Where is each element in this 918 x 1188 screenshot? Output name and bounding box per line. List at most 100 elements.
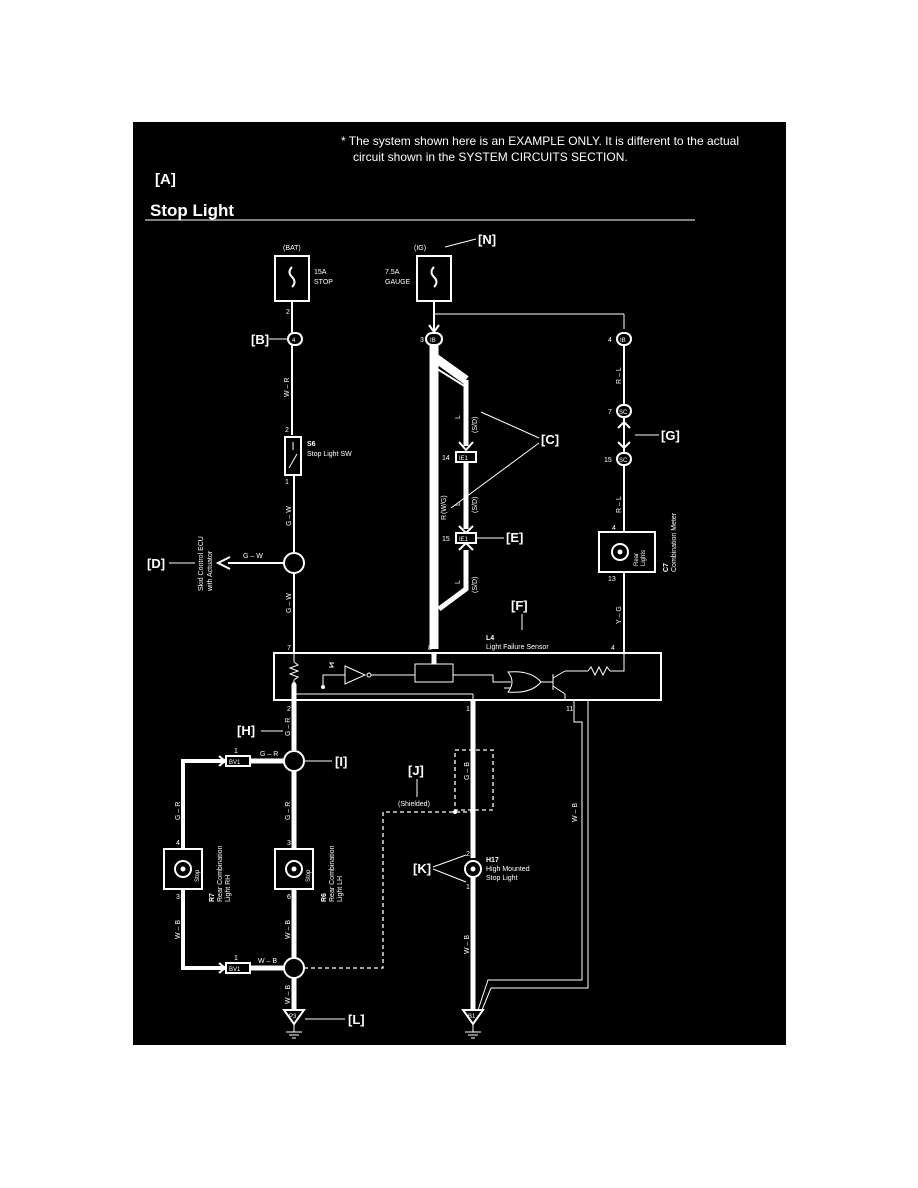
- sensor-pin-7: 7: [287, 645, 291, 652]
- wire-label-g-r-2: G – R: [260, 751, 278, 758]
- callout-k-leader-1: [432, 854, 467, 868]
- gauge-fuse: [416, 255, 452, 302]
- sensor-resistor-right: [587, 665, 611, 677]
- callout-k: [K]: [413, 861, 431, 876]
- meter-name: Combination Meter: [671, 512, 678, 572]
- wire-label-w-b-6: W – B: [572, 803, 579, 822]
- meter-lamp-filament: [617, 549, 623, 555]
- rh-inner-label: Stop: [195, 869, 201, 882]
- lh-pin-top: 3: [287, 840, 291, 847]
- meter-pin-bot: 13: [608, 576, 616, 583]
- switch-code: S6: [307, 441, 316, 448]
- callout-h: [H]: [237, 723, 255, 738]
- sensor-name: Light Failure Sensor: [486, 644, 549, 651]
- wire-label-w-r: W – R: [284, 378, 291, 397]
- callout-n-leader: [444, 238, 477, 248]
- rh-line1: Rear Combination: [217, 845, 224, 902]
- hmsl-pin-bot: 1: [466, 884, 470, 891]
- lh-inner-label: Stop: [306, 869, 312, 882]
- callout-n: [N]: [478, 232, 496, 247]
- meter-inner-1: Rear: [634, 553, 640, 566]
- wire-g-r-rh: [181, 759, 225, 848]
- lh-line1: Rear Combination: [329, 845, 336, 902]
- wire-r-branch: [431, 353, 469, 384]
- arrow-sc-down: [617, 441, 631, 450]
- sensor-node-feed: [321, 685, 325, 689]
- stop-fuse: [274, 255, 310, 302]
- callout-f: [F]: [511, 598, 528, 613]
- wire-label-l-3: L: [455, 580, 462, 584]
- sensor-buffer: [344, 665, 367, 685]
- connector-sc-bot-code: SC: [619, 458, 628, 464]
- callout-j: [J]: [408, 763, 424, 778]
- sensor-transistor-e: [552, 685, 566, 695]
- sensor-regulator: [329, 662, 334, 668]
- sensor-detector-out: [453, 674, 511, 683]
- sensor-pin-11: 11: [566, 706, 573, 713]
- light-failure-sensor: [273, 652, 662, 701]
- stop-fuse-element: [288, 266, 296, 288]
- wire-label-r: R: [441, 515, 448, 520]
- skid-ecu-line2: with Actuator: [207, 550, 214, 592]
- wiring-diagram-panel: * The system shown here is an EXAMPLE ON…: [133, 122, 786, 1045]
- wire-label-sd-1: (S/D): [472, 417, 479, 433]
- wire-label-sd-3: (S/D): [472, 577, 479, 593]
- rh-pin-bot: 3: [176, 894, 180, 901]
- combination-meter: [598, 531, 656, 573]
- meter-inner-2: Lights: [641, 550, 647, 566]
- skid-ecu-line1: Skid Control ECU: [198, 536, 205, 591]
- meter-lamp: [611, 543, 629, 561]
- note-line-2: circuit shown in the SYSTEM CIRCUITS SEC…: [353, 150, 628, 164]
- stop-fuse-name: STOP: [314, 279, 333, 286]
- note-line-1: * The system shown here is an EXAMPLE ON…: [341, 134, 739, 148]
- callout-c-leader-1: [480, 411, 540, 439]
- ig-source-label: (IG): [414, 245, 426, 252]
- callout-g: [G]: [661, 428, 680, 443]
- lh-pin-bot: 6: [287, 894, 291, 901]
- connector-ie1-bot-code: IE1: [459, 537, 469, 543]
- gauge-fuse-name: GAUGE: [385, 279, 411, 286]
- sensor-res-to-pin4: [610, 653, 625, 672]
- wiring-diagram: * The system shown here is an EXAMPLE ON…: [145, 134, 739, 1039]
- connector-sc-bot-pin: 15: [604, 457, 612, 464]
- splice-ground: [283, 957, 305, 979]
- connector-ib-bat: [287, 332, 303, 346]
- arrow-to-skid: [215, 556, 231, 570]
- callout-k-leader-2: [432, 868, 467, 883]
- switch-name: Stop Light SW: [307, 451, 352, 458]
- sensor-pin-4: 4: [611, 645, 615, 652]
- arrow-ie1-bot-lower: [458, 541, 474, 551]
- connector-bv1-bot: [225, 962, 251, 974]
- wire-label-g-w-lower: G – W: [286, 593, 293, 613]
- hmsl-code: H17: [486, 857, 499, 864]
- wire-label-g-r-3: G – R: [175, 802, 182, 820]
- ground-b1-label: B1: [468, 1014, 476, 1020]
- sensor-code: L4: [486, 635, 494, 642]
- switch-pin-bot: 1: [285, 479, 289, 486]
- wire-label-sd-2: (S/D): [472, 497, 479, 513]
- ground-p3: [282, 1009, 306, 1026]
- wire-l-lower: [437, 550, 469, 612]
- wire-w-b-pin11-a: [477, 700, 583, 1011]
- ground-b1: [461, 1009, 485, 1026]
- connector-ib-bat-pin: 4: [292, 338, 296, 344]
- wire-label-l-1: L: [455, 415, 462, 419]
- wire-label-g-r-1: G – R: [285, 718, 292, 736]
- ground-p3-label: P3: [289, 1014, 297, 1020]
- rh-lamp-filament: [180, 866, 186, 872]
- switch-blade: [288, 453, 298, 469]
- sensor-buffer-node: [366, 672, 372, 678]
- wire-label-g-w-skid: G – W: [243, 553, 263, 560]
- bat-source-label: (BAT): [283, 245, 301, 252]
- hmsl-line2: Stop Light: [486, 875, 518, 882]
- lh-line2: Light LH: [337, 876, 344, 902]
- connector-ie1-top-code: IE1: [459, 456, 469, 462]
- hmsl-line1: High Mounted: [486, 866, 530, 873]
- wire-label-g-r-4: G – R: [285, 802, 292, 820]
- connector-bv1-bot-pin: 1: [234, 955, 238, 962]
- wire-label-y-g: Y – G: [616, 606, 623, 624]
- sensor-resistor-left: [288, 661, 300, 681]
- stop-fuse-rating: 15A: [314, 269, 327, 276]
- sensor-pin-8: 8: [428, 645, 432, 652]
- gauge-fuse-rating: 7.5A: [385, 269, 400, 276]
